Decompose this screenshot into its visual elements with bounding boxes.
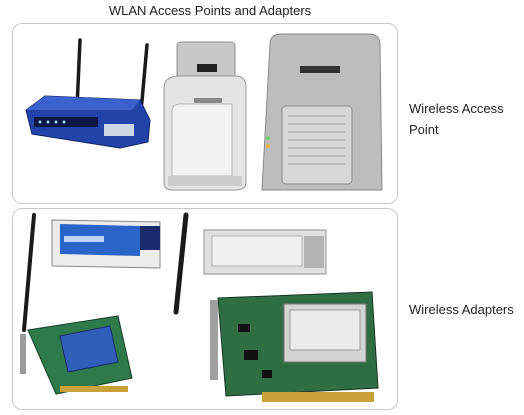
pcmcia-card-grey-image <box>203 229 327 275</box>
figure-title: WLAN Access Points and Adapters <box>108 3 312 18</box>
pci-wireless-card-right-image <box>210 291 379 402</box>
blue-router-image <box>25 38 151 149</box>
label-wireless-adapters: Wireless Adapters <box>409 302 514 317</box>
pcmcia-card-blue-image <box>51 219 161 269</box>
cisco-access-point-small-image <box>163 41 247 191</box>
antenna-icon <box>173 212 189 315</box>
antenna-icon <box>22 213 36 332</box>
pci-wireless-card-left-image <box>20 315 133 395</box>
cisco-access-point-large-image <box>261 33 383 191</box>
label-wireless-access-point: Wireless Access Point <box>409 101 504 137</box>
